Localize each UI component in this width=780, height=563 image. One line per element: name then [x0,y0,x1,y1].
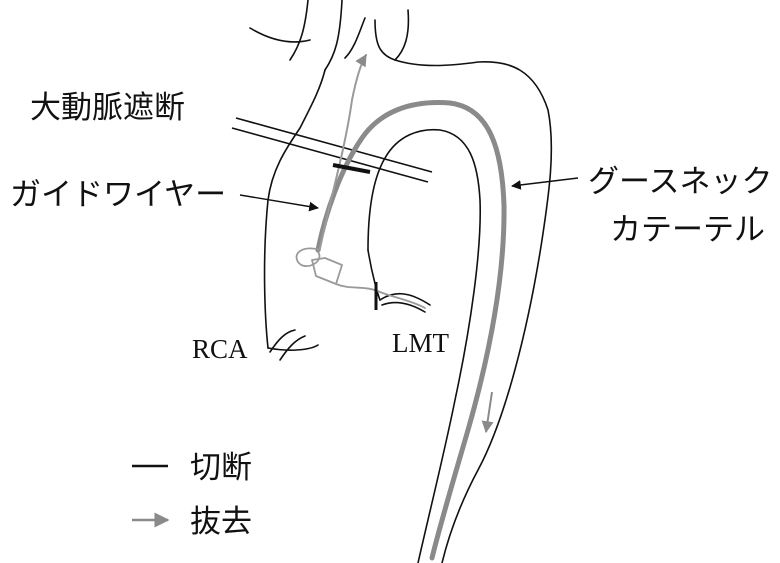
guidewire-pointer-arrow [240,195,318,208]
legend-withdraw-label: 抜去 [190,504,252,540]
lmt-vessel [380,294,430,312]
catheter-label-line1: グースネック [588,164,772,200]
catheter-label-line2: カテーテル [610,212,765,248]
aortic-clamp-label: 大動脈遮断 [30,90,185,126]
arch-branches [250,0,408,70]
guidewire-label: ガイドワイヤー [10,177,226,213]
lmt-label: LMT [392,328,450,358]
rca-label: RCA [192,334,248,364]
legend-cut-label: 切断 [190,450,252,486]
legend: 切断 抜去 [132,450,252,540]
rca-vessel [270,330,305,360]
catheter-pointer-arrow [512,178,578,186]
aortic-clamp-line-2 [232,128,428,182]
catheter-withdraw-arrow [486,392,492,432]
guidewire-loop [297,248,425,308]
